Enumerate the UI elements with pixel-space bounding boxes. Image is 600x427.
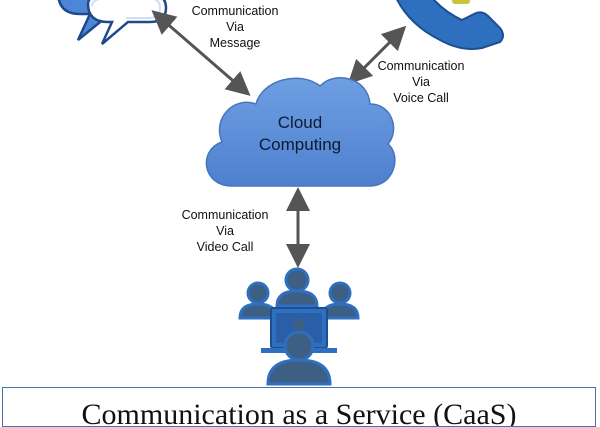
chat-bubbles-icon <box>57 0 168 45</box>
edge-label-message: Communication Via Message <box>170 3 300 51</box>
edge-label-line: Video Call <box>196 240 254 254</box>
edge-label-line: Communication <box>191 4 279 18</box>
cloud-label-line1: Cloud <box>277 113 323 132</box>
caption-box: Communication as a Service (CaaS) <box>2 387 596 427</box>
arrow-voice <box>347 25 407 85</box>
edge-label-line: Via <box>226 20 244 34</box>
edge-label-voice: Communication Via Voice Call <box>356 58 486 106</box>
edge-label-line: Via <box>216 224 234 238</box>
edge-label-line: Message <box>209 36 261 50</box>
edge-label-video: Communication Via Video Call <box>172 207 278 255</box>
cloud-label-line2: Computing <box>258 135 342 154</box>
edge-label-line: Via <box>412 75 430 89</box>
edge-label-line: Communication <box>377 59 465 73</box>
caption-title: Communication as a Service (CaaS) <box>81 398 517 427</box>
cloud-node-label: Cloud Computing <box>232 112 368 156</box>
video-conference-icon <box>238 267 360 386</box>
phone-handset-icon <box>396 0 504 50</box>
edge-label-line: Voice Call <box>393 91 449 105</box>
cloud-node <box>205 77 396 187</box>
arrow-message <box>151 10 251 96</box>
edge-label-line: Communication <box>181 208 269 222</box>
